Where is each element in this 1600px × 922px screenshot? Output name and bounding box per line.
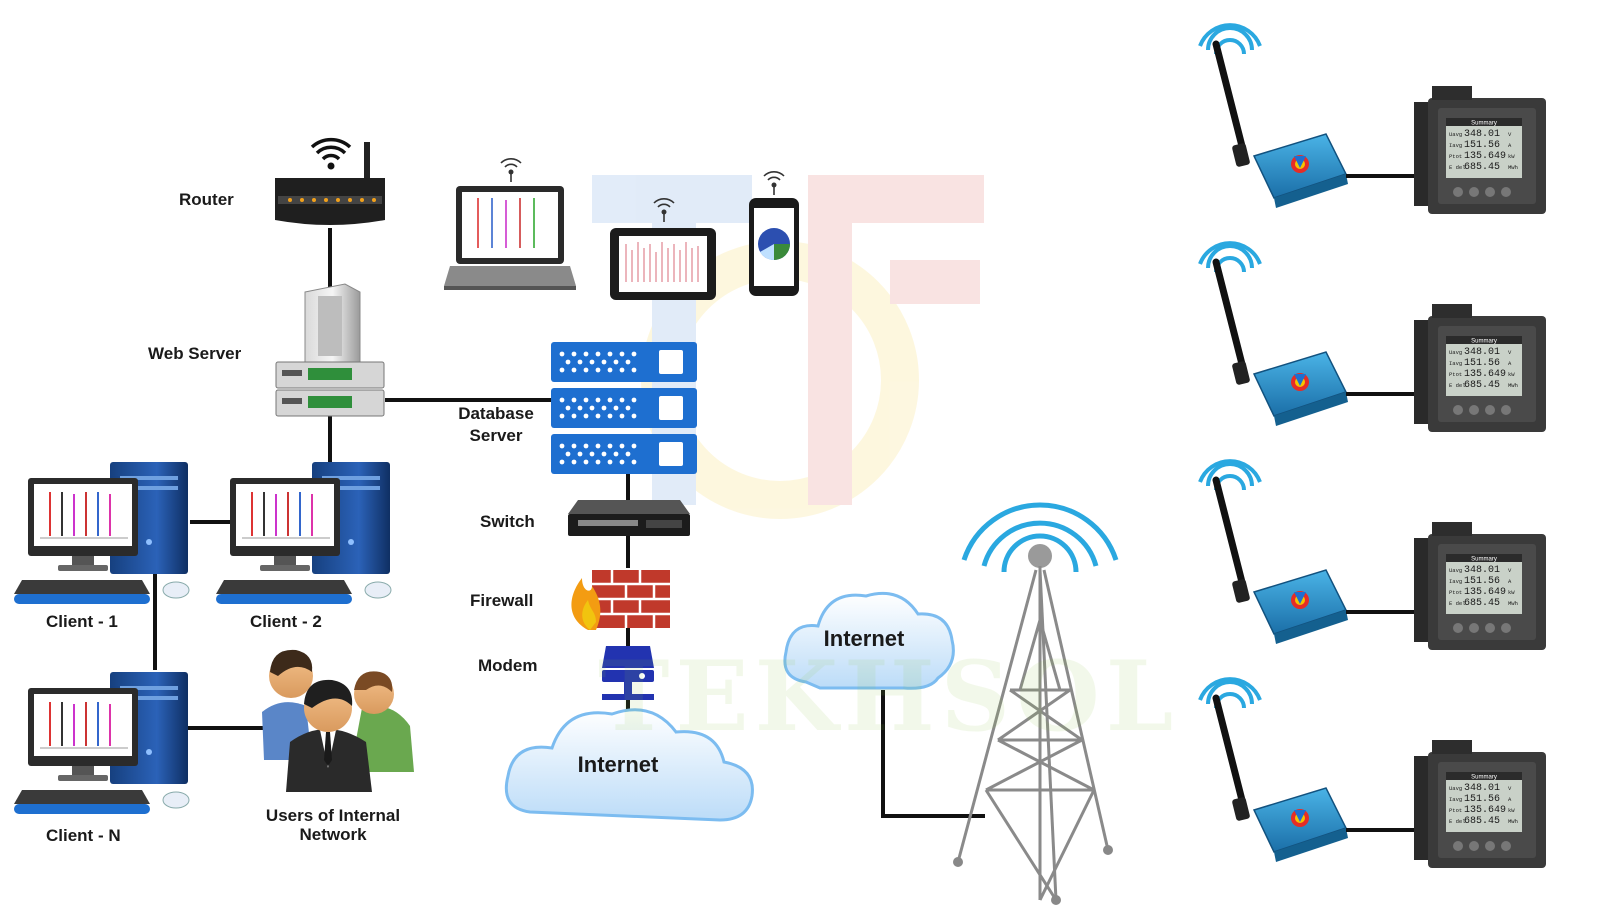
meter-4-row-value: 348.01 [1464,783,1500,794]
meter-2-row-label: Ptot [1449,371,1462,378]
database-server-label-line2: Server [469,426,523,445]
meter-4-header: Summary [1471,775,1497,781]
connection-lines [153,228,985,818]
web-server-label: Web Server [148,344,242,363]
meter-1-row-unit: kW [1508,153,1515,160]
firewall-device [571,570,670,630]
meter-2-row-unit: V [1508,349,1512,356]
meter-2-row-unit: kW [1508,371,1515,378]
tablet-device [610,197,716,300]
meter-3-row-unit: V [1508,567,1512,574]
users-label-line2: Network [299,825,367,844]
client-2-computer [215,461,392,605]
meter-4-row-label: Iavg [1449,796,1462,803]
meter-1-header: Summary [1471,121,1497,127]
database-server-label-line1: Database [458,404,534,423]
meter-1-row-label: Iavg [1449,142,1462,149]
meter-4-row-unit: kW [1508,807,1515,814]
firewall-label: Firewall [470,591,534,610]
meter-2-row-label: Uavg [1449,349,1462,356]
meter-2-row-unit: MWh [1508,382,1518,389]
meter-1-row-label: E del [1449,164,1466,171]
modem-device [602,646,654,700]
meter-4-row-label: Ptot [1449,807,1462,814]
meter-1-row-value: 348.01 [1464,129,1500,140]
meter-3-row-label: Iavg [1449,578,1462,585]
meter-4-row-value: 685.45 [1464,816,1500,827]
meter-3-row-unit: A [1508,578,1512,585]
meter-4-row-label: Uavg [1449,785,1462,792]
client-n-computer [13,671,190,815]
meter-3-row-label: E del [1449,600,1466,607]
meter-1-row-value: 685.45 [1464,162,1500,173]
router-wifi-icon [310,137,352,170]
meter-1-row-label: Uavg [1449,131,1462,138]
web-server-device [275,283,385,417]
meter-3-row-value: 135.649 [1464,587,1506,598]
phone-device [749,170,799,296]
meter-4-row-label: E del [1449,818,1466,825]
meter-3-row-value: 151.56 [1464,576,1500,587]
modem-label: Modem [478,656,538,675]
internet-cloud-left [504,708,754,822]
meter-2-row-value: 348.01 [1464,347,1500,358]
meter-4-row-unit: V [1508,785,1512,792]
router-device [275,137,385,225]
meter-3-header: Summary [1471,557,1497,563]
watermark-text: TEKHSOL [598,640,1180,753]
meter-2-row-label: E del [1449,382,1466,389]
internet-left-label: Internet [577,752,659,777]
meter-4-row-value: 135.649 [1464,805,1506,816]
client-1-label: Client - 1 [46,612,118,631]
meter-2-header: Summary [1471,339,1497,345]
meter-4-row-value: 151.56 [1464,794,1500,805]
database-server-device [551,342,697,474]
meter-3-row-unit: kW [1508,589,1515,596]
switch-label: Switch [480,512,535,531]
meter-4-row-unit: A [1508,796,1512,803]
meter-1-row-unit: V [1508,131,1512,138]
meter-3-row-value: 685.45 [1464,598,1500,609]
meter-3-row-label: Uavg [1449,567,1462,574]
meter-2-row-unit: A [1508,360,1512,367]
meter-3-row-value: 348.01 [1464,565,1500,576]
client-n-label: Client - N [46,826,121,845]
router-label: Router [179,190,234,209]
internet-right-label: Internet [823,626,905,651]
meter-2-row-value: 135.649 [1464,369,1506,380]
laptop-device [444,157,576,290]
meter-3-row-label: Ptot [1449,589,1462,596]
switch-device [568,500,690,536]
meter-1-row-label: Ptot [1449,153,1462,160]
client-1-computer [13,461,190,605]
users-group-icon [262,649,414,792]
meter-4-row-unit: MWh [1508,818,1518,825]
meter-1-row-unit: MWh [1508,164,1518,171]
meter-2-row-value: 685.45 [1464,380,1500,391]
client-2-label: Client - 2 [250,612,322,631]
meter-2-row-label: Iavg [1449,360,1462,367]
meter-1-row-value: 135.649 [1464,151,1506,162]
internet-cloud-right [783,591,955,690]
meter-1-row-unit: A [1508,142,1512,149]
meter-2-row-value: 151.56 [1464,358,1500,369]
meter-1-row-value: 151.56 [1464,140,1500,151]
meter-3-row-unit: MWh [1508,600,1518,607]
cell-tower [953,502,1119,905]
users-label-line1: Users of Internal [265,806,401,825]
